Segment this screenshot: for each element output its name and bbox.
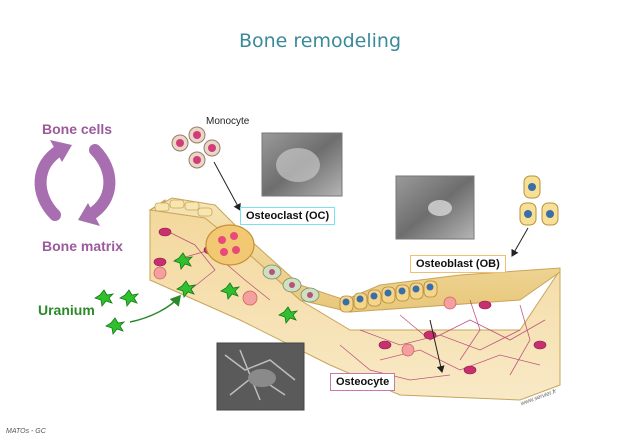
osteoclast-cell (205, 224, 255, 266)
sem-image-osteocyte (216, 342, 305, 411)
osteoclast-label: Osteoclast (OC) (240, 207, 336, 225)
cycle-arrows-icon (34, 140, 116, 226)
sem-image-osteoblast (395, 175, 475, 240)
uranium-arrow-icon (129, 294, 181, 323)
osteocyte-label: Osteocyte (330, 373, 396, 391)
uranium-star-icon (94, 252, 299, 335)
preosteoblast-cells (519, 175, 559, 226)
osteoblast-label: Osteoblast (OB) (410, 255, 506, 273)
bone-matrix-label: Bone matrix (42, 238, 123, 254)
footer-text: MATOs - GC (6, 428, 46, 435)
bone-cells-label: Bone cells (42, 121, 113, 137)
monocyte-cells (171, 126, 221, 169)
sem-image-osteoclast (261, 132, 343, 197)
monocyte-label: Monocyte (206, 116, 250, 127)
page-title: Bone remodeling (238, 30, 402, 52)
uranium-label: Uranium (38, 302, 95, 318)
